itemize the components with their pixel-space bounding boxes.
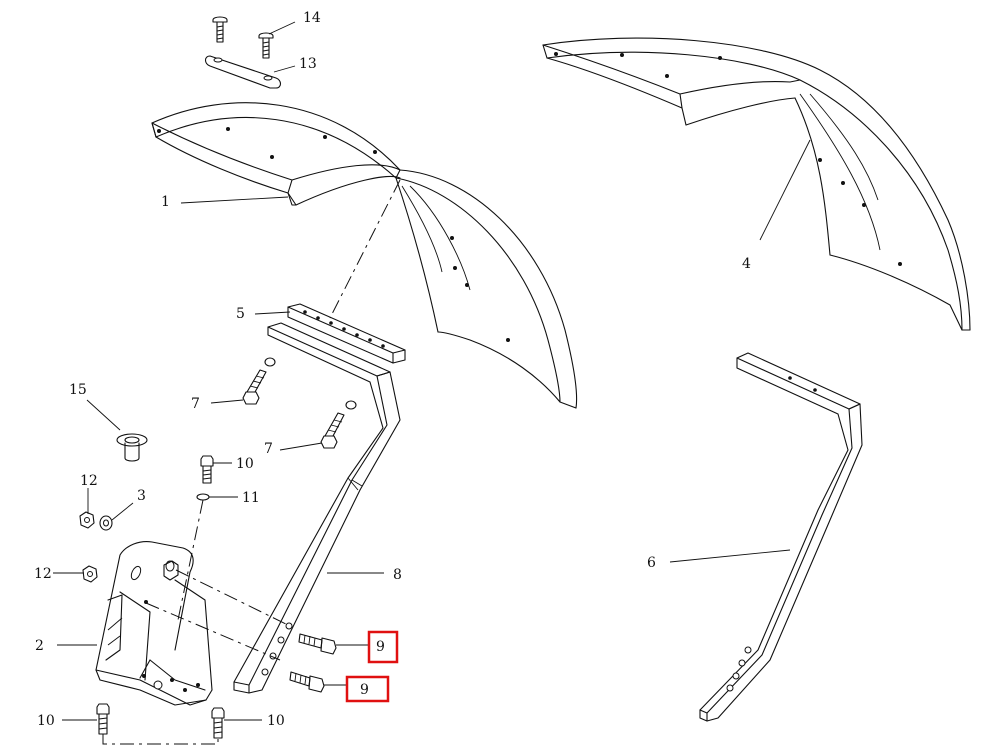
fender-part-1 [151, 102, 578, 409]
callout-10-upper: 10 [236, 456, 254, 472]
callout-7-lower: 7 [264, 441, 273, 457]
assembly-lines [102, 179, 401, 745]
callout-1: 1 [161, 194, 170, 210]
callout-8: 8 [393, 567, 402, 583]
callout-7-upper: 7 [191, 396, 200, 412]
callout-14: 14 [303, 10, 321, 26]
bolt-part-9-lower [289, 671, 325, 693]
callout-3: 3 [137, 488, 146, 504]
nut-part-12b [82, 565, 98, 583]
callout-10-left: 10 [37, 713, 55, 729]
highlight-box-9-upper [367, 630, 399, 664]
bolt-part-7b [320, 400, 357, 449]
highlight-boxes [345, 630, 399, 703]
nut-part-12a [79, 511, 95, 529]
callout-labels: 1 2 3 4 5 6 7 7 8 9 9 10 10 10 11 12 12 … [34, 10, 751, 729]
washer-part-11 [196, 493, 210, 501]
callout-4: 4 [742, 256, 751, 272]
leader-lines [53, 21, 811, 721]
callout-15: 15 [69, 382, 87, 398]
bolt-part-14b [258, 32, 274, 59]
bolt-part-14a [212, 16, 228, 43]
callout-12-upper: 12 [80, 473, 98, 489]
callout-12-lower: 12 [34, 566, 52, 582]
bolt-part-10-right [211, 707, 225, 739]
callout-10-right: 10 [267, 713, 285, 729]
bushing-part-15 [116, 433, 148, 462]
callout-6: 6 [647, 555, 656, 571]
highlight-box-9-lower [345, 675, 390, 703]
callout-2: 2 [35, 638, 44, 654]
callout-9-upper: 9 [376, 639, 385, 655]
bolt-part-9-upper [298, 633, 337, 655]
callout-5: 5 [236, 306, 245, 322]
fender-part-4 [542, 37, 971, 331]
bolt-part-7a [242, 357, 276, 405]
bolt-part-10-upper [200, 455, 214, 484]
arm-part-8 [233, 322, 401, 694]
bolt-part-10-left [96, 703, 110, 735]
nut-insert [163, 560, 179, 581]
bracket-part-2 [95, 541, 213, 706]
callout-9-lower: 9 [360, 682, 369, 698]
callout-11: 11 [242, 490, 260, 506]
callout-13: 13 [299, 56, 317, 72]
washer-part-3 [99, 515, 113, 531]
plate-part-13 [204, 55, 282, 89]
arm-part-6 [699, 352, 863, 722]
